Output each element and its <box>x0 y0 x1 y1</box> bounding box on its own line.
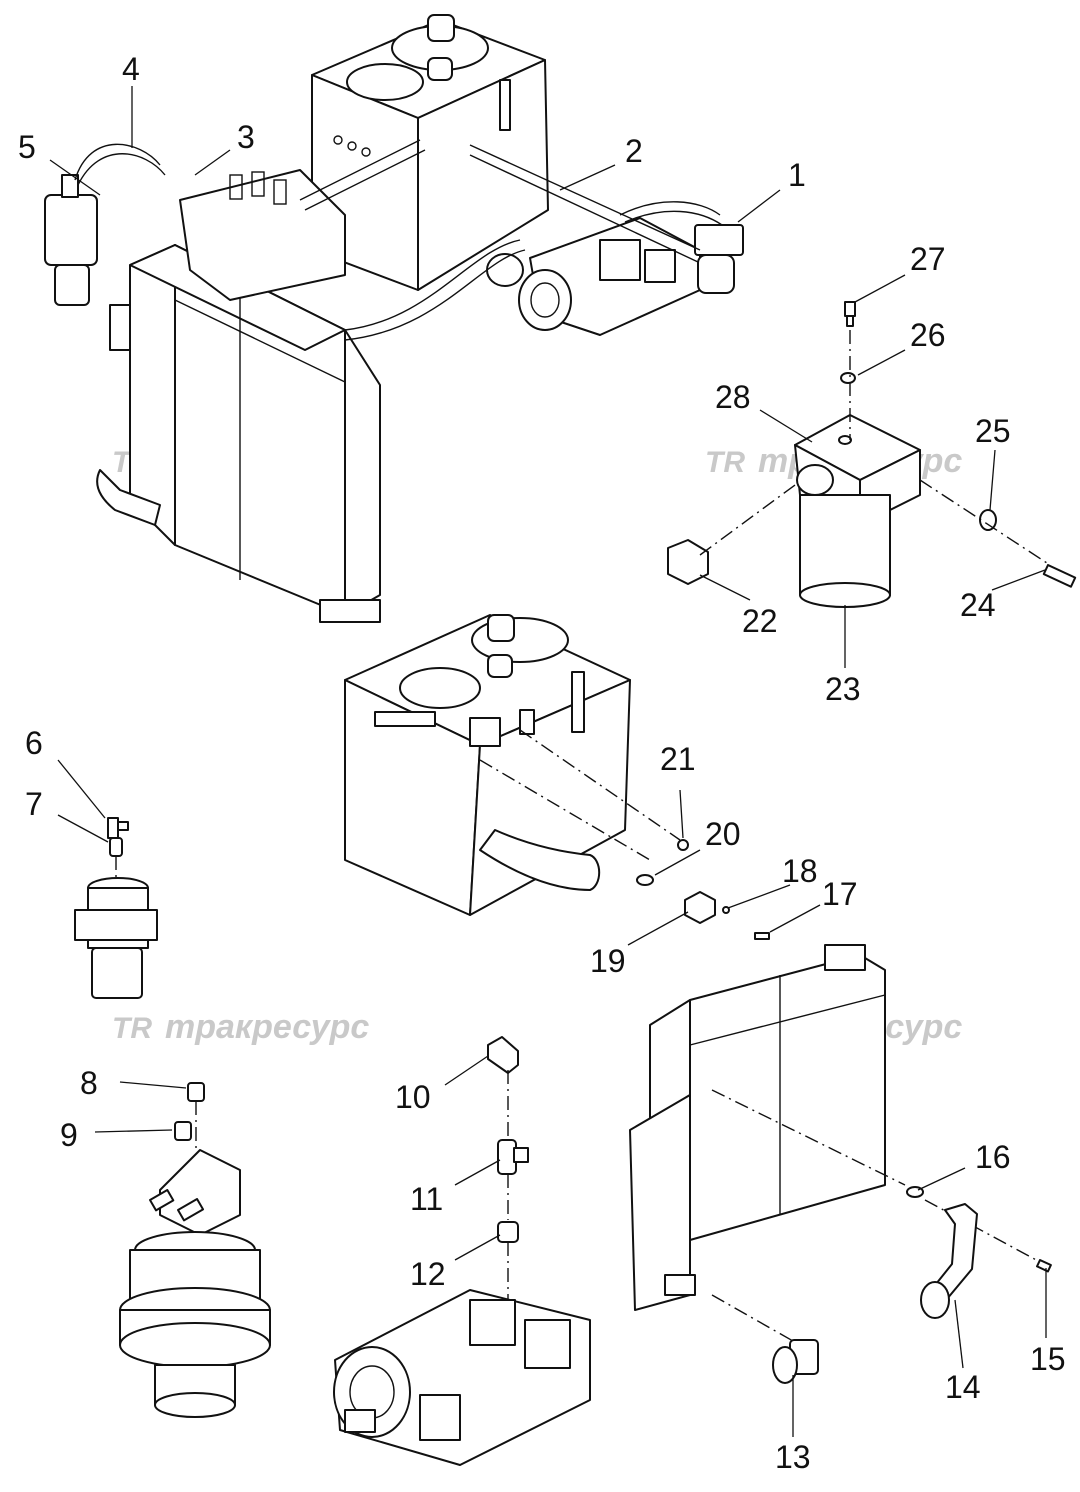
tank-exploded <box>344 614 770 940</box>
svg-text:TR: TR <box>705 446 745 479</box>
callout-13: 13 <box>775 1439 811 1475</box>
swivel-top <box>44 174 98 306</box>
hose-4b <box>77 153 166 186</box>
callout-8: 8 <box>80 1065 98 1101</box>
callout-25: 25 <box>975 413 1011 449</box>
callout-6: 6 <box>25 725 43 761</box>
control-valve-top <box>179 169 346 301</box>
hose-1 <box>619 201 721 216</box>
swing-motor <box>119 1082 271 1418</box>
callout-22: 22 <box>742 603 778 639</box>
svg-text:TR: TR <box>112 1012 152 1045</box>
pipe-2b <box>469 154 699 263</box>
watermark-3: TR тракресурс <box>112 1008 369 1046</box>
pump-exploded <box>333 1036 591 1466</box>
callout-5: 5 <box>18 129 36 165</box>
pipe-2 <box>469 144 701 251</box>
callout-3: 3 <box>237 119 255 155</box>
callout-2: 2 <box>625 133 643 169</box>
leader-lines <box>49 86 1047 1437</box>
callout-15: 15 <box>1030 1341 1066 1377</box>
callout-12: 12 <box>410 1256 446 1292</box>
tank-top <box>311 14 549 291</box>
hose-main <box>344 239 521 331</box>
callout-7: 7 <box>25 786 43 822</box>
callout-numbers: 1 2 3 4 5 6 7 8 9 10 11 12 13 14 15 16 1… <box>18 51 1066 1475</box>
pipe-tank-b <box>304 149 426 211</box>
radiator-exploded <box>629 944 1052 1384</box>
callout-10: 10 <box>395 1079 431 1115</box>
callout-24: 24 <box>960 587 996 623</box>
swivel-exploded <box>74 817 158 999</box>
hose-main-b <box>344 249 526 341</box>
callout-9: 9 <box>60 1117 78 1153</box>
callout-21: 21 <box>660 741 696 777</box>
callout-18: 18 <box>782 853 818 889</box>
pipe-tank <box>299 139 421 201</box>
pump-top <box>486 217 701 336</box>
callout-19: 19 <box>590 943 626 979</box>
top-assembly <box>44 14 744 623</box>
svg-text:тракресурс: тракресурс <box>165 1008 369 1046</box>
callout-1: 1 <box>788 157 806 193</box>
callout-4: 4 <box>122 51 140 87</box>
callout-14: 14 <box>945 1369 981 1405</box>
callout-26: 26 <box>910 317 946 353</box>
callout-23: 23 <box>825 671 861 707</box>
filter-exploded <box>667 301 1077 608</box>
callout-17: 17 <box>822 876 858 912</box>
callout-27: 27 <box>910 241 946 277</box>
callout-11: 11 <box>410 1181 443 1217</box>
radiator-top <box>96 244 381 623</box>
callout-20: 20 <box>705 816 741 852</box>
filter-top <box>694 224 744 294</box>
hose-1b <box>624 210 723 226</box>
callout-16: 16 <box>975 1139 1011 1175</box>
hose-4 <box>74 143 161 181</box>
callout-28: 28 <box>715 379 751 415</box>
